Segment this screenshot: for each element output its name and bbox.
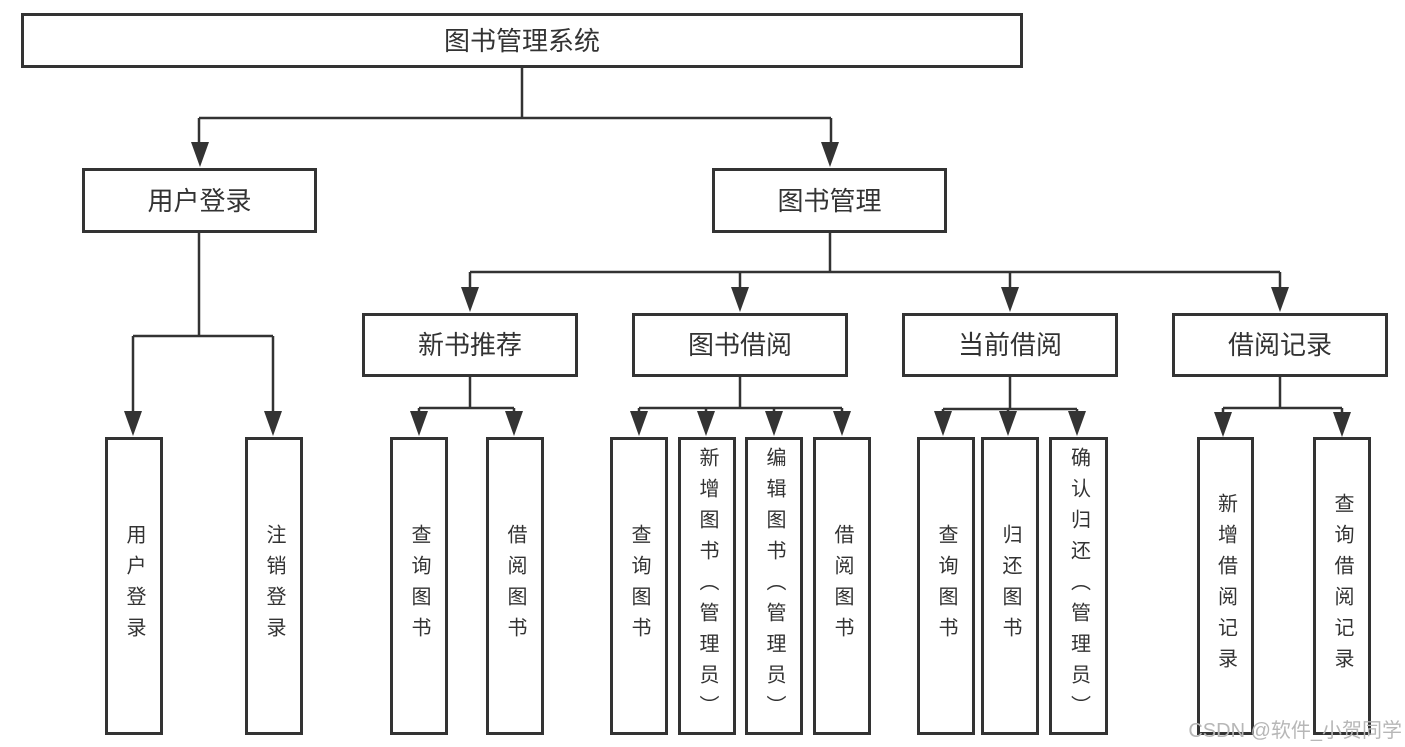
watermark: CSDN @软件_小贺同学 xyxy=(1188,720,1402,742)
arrow-icon xyxy=(934,411,952,436)
leaf-borrow-books-recommend: 借阅图书 xyxy=(486,437,544,735)
leaf-borrow-books: 借阅图书 xyxy=(813,437,871,735)
node-borrow-records-label: 借阅记录 xyxy=(1227,330,1332,360)
arrow-icon xyxy=(630,411,648,436)
leaf-label: 借阅图书 xyxy=(831,524,853,648)
leaf-label: 借阅图书 xyxy=(504,524,526,648)
leaf-logout: 注销登录 xyxy=(245,437,303,735)
arrow-icon xyxy=(999,411,1017,436)
leaf-label: 查询图书 xyxy=(935,524,957,648)
node-root: 图书管理系统 xyxy=(21,13,1023,68)
leaf-query-borrow-record: 查询借阅记录 xyxy=(1313,437,1371,735)
leaf-label: 注销登录 xyxy=(263,524,285,648)
leaf-label: 用户登录 xyxy=(123,524,145,648)
arrow-icon xyxy=(505,411,523,436)
arrow-icon xyxy=(1001,287,1019,312)
leaf-label: 新增图书（管理员） xyxy=(696,446,718,726)
node-book-management-label: 图书管理 xyxy=(777,185,882,216)
node-new-book-recommend: 新书推荐 xyxy=(362,313,578,377)
leaf-label: 查询借阅记录 xyxy=(1331,493,1353,679)
leaf-return-books: 归还图书 xyxy=(981,437,1039,735)
arrow-icon xyxy=(833,411,851,436)
arrow-icon xyxy=(697,411,715,436)
arrow-icon xyxy=(765,411,783,436)
leaf-label: 查询图书 xyxy=(408,524,430,648)
leaf-label: 编辑图书（管理员） xyxy=(763,446,785,726)
connector-root-to-level2 xyxy=(197,68,833,146)
arrow-icon xyxy=(1214,412,1232,437)
leaf-query-books-current: 查询图书 xyxy=(917,437,975,735)
connector-book-management-to-level3 xyxy=(468,233,1282,291)
node-new-book-recommend-label: 新书推荐 xyxy=(417,330,522,360)
arrow-icon xyxy=(264,411,282,436)
leaf-user-login: 用户登录 xyxy=(105,437,163,735)
leaf-confirm-return-admin: 确认归还（管理员） xyxy=(1049,437,1108,735)
connector-current-borrow-to-leaves xyxy=(941,377,1079,415)
arrow-icon xyxy=(1068,411,1086,436)
arrow-icon xyxy=(821,142,839,167)
leaf-label: 查询图书 xyxy=(628,524,650,648)
arrow-icon xyxy=(731,287,749,312)
leaf-query-books-recommend: 查询图书 xyxy=(390,437,448,735)
arrow-icon xyxy=(1333,412,1351,437)
leaf-edit-books-admin: 编辑图书（管理员） xyxy=(745,437,803,735)
node-book-borrow: 图书借阅 xyxy=(632,313,848,377)
leaf-label: 归还图书 xyxy=(999,524,1021,648)
node-root-label: 图书管理系统 xyxy=(443,25,600,56)
arrow-icon xyxy=(124,411,142,436)
leaf-query-books-borrow: 查询图书 xyxy=(610,437,668,735)
connector-book-borrow-to-leaves xyxy=(637,377,844,415)
leaf-add-books-admin: 新增图书（管理员） xyxy=(678,437,736,735)
leaf-add-borrow-record: 新增借阅记录 xyxy=(1197,437,1254,735)
leaf-label: 确认归还（管理员） xyxy=(1067,446,1090,726)
arrow-icon xyxy=(191,142,209,167)
connector-user-login-to-leaves xyxy=(131,233,275,415)
arrow-icon xyxy=(461,287,479,312)
leaf-label: 新增借阅记录 xyxy=(1214,493,1237,679)
connector-new-book-recommend-to-leaves xyxy=(417,377,516,415)
node-user-login-label: 用户登录 xyxy=(147,185,252,216)
arrowheads xyxy=(124,142,1351,437)
connector-borrow-records-to-leaves xyxy=(1221,377,1344,416)
arrow-icon xyxy=(410,411,428,436)
node-user-login: 用户登录 xyxy=(82,168,317,233)
node-current-borrow-label: 当前借阅 xyxy=(957,330,1062,360)
node-borrow-records: 借阅记录 xyxy=(1172,313,1388,377)
node-book-borrow-label: 图书借阅 xyxy=(687,330,792,360)
node-book-management: 图书管理 xyxy=(712,168,947,233)
node-current-borrow: 当前借阅 xyxy=(902,313,1118,377)
arrow-icon xyxy=(1271,287,1289,312)
